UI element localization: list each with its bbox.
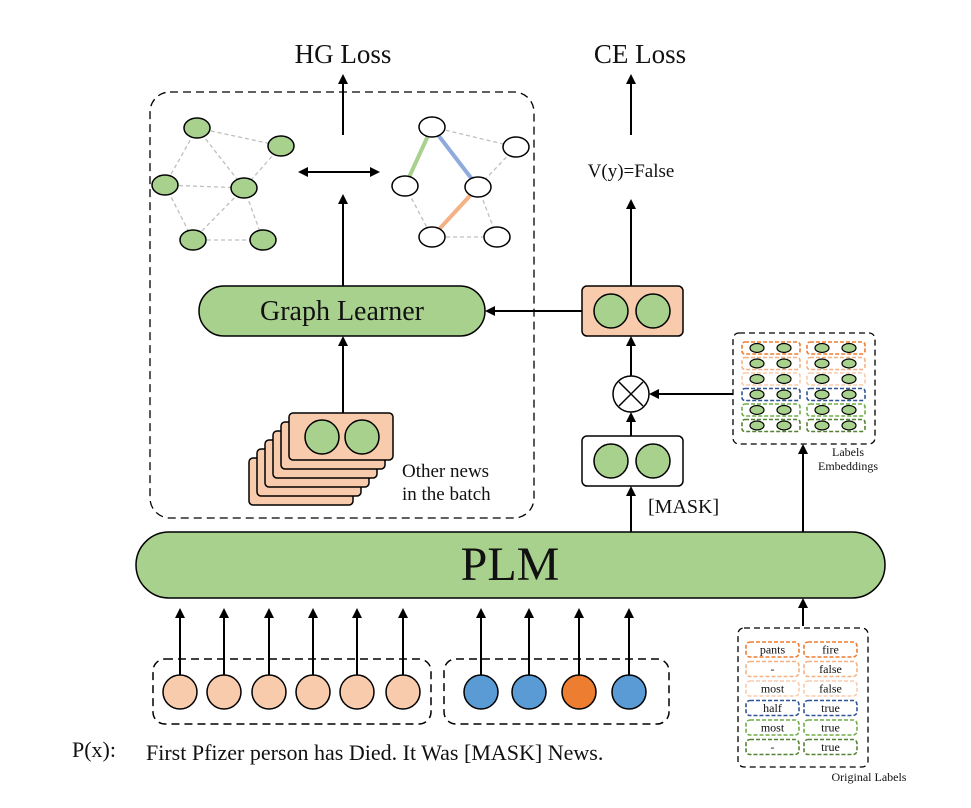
prediction-node [635,293,671,329]
graph-node [464,176,492,198]
label-embedding-node [841,342,857,354]
context-token [339,674,375,710]
hg-loss-label: HG Loss [295,39,392,69]
label-embedding-node [841,389,857,400]
label-embedding-row [741,418,866,433]
mask-embedding-node [593,443,629,479]
label-embedding-node [776,342,792,354]
label-embedding-node [776,373,792,385]
original-label-row: pants fire [745,641,858,658]
graph-node [418,116,446,138]
label-embedding-node [776,358,792,369]
original-labels-caption: Original Labels [832,770,907,784]
label-embedding-node [841,404,857,416]
token-arrows [175,608,634,675]
label-embedding-node [841,420,857,431]
graph-node [179,229,207,251]
label-embedding-row [741,403,866,417]
label-embedding-node [749,373,765,385]
template-tokens-dashed-box [443,658,670,725]
graph-node [502,136,530,158]
context-token [251,674,287,710]
label-embedding-node [814,404,830,416]
label-embedding-node [776,420,792,431]
original-label-row: most true [745,719,858,736]
context-token [385,674,421,710]
prediction-node [593,293,629,329]
original-label-text: true [821,721,840,735]
context-token [206,674,242,710]
mask-token-node [561,674,597,710]
label-embedding-node [814,389,830,400]
prompt-sentence: First Pfizer person has Died. It Was [MA… [146,740,603,765]
template-token [511,674,547,710]
graph-learner-label: Graph Learner [260,296,425,327]
label-embeddings-caption-line1: Labels [832,445,864,459]
label-embeddings-grid [741,341,866,433]
verbalizer-output: V(y)=False [588,161,675,182]
label-embedding-node [841,373,857,385]
label-embedding-row [741,341,866,355]
other-news-stack [248,412,394,506]
original-label-text: false [819,682,842,696]
original-labels-dashed-box [737,627,869,768]
graph-node [230,177,258,199]
graph-node [249,229,277,251]
plm-label: PLM [461,538,560,591]
label-embedding-node [814,342,830,354]
original-label-row: most false [745,680,858,697]
original-label-text: pants [760,643,786,657]
original-label-text: - [771,662,775,676]
right-graph [391,116,530,248]
original-label-row: - false [745,660,858,678]
original-labels-grid: pants fire - false most false half true most true… [745,641,858,756]
label-embedding-row [741,356,866,371]
template-token [463,674,499,710]
other-news-label-line1: Other news [402,461,489,482]
original-label-text: - [771,740,775,754]
original-label-text: fire [822,643,839,657]
label-embedding-node [776,404,792,416]
prompt-prefix: P(x): [72,737,116,762]
context-token [295,674,331,710]
original-label-text: true [821,740,840,754]
label-embedding-node [749,342,765,354]
label-embedding-node [749,404,765,416]
original-label-text: half [763,701,782,715]
context-tokens-dashed-box [152,658,432,725]
graph-node [151,174,179,196]
label-embedding-node [814,373,830,385]
other-news-label-line2: in the batch [402,484,491,505]
ce-loss-label: CE Loss [594,39,686,69]
original-label-text: true [821,701,840,715]
original-label-text: most [761,721,785,735]
context-token [162,674,198,710]
original-label-row: - true [745,738,858,756]
mask-token-label: [MASK] [648,496,719,518]
label-embedding-row [741,387,866,402]
label-embedding-node [841,358,857,369]
left-graph [151,117,295,251]
graph-node [418,226,446,248]
label-embedding-node [814,420,830,431]
label-embedding-node [814,358,830,369]
template-token [611,674,647,710]
label-embedding-row [741,372,866,386]
mask-embedding-node [635,443,671,479]
label-embedding-node [749,420,765,431]
label-embedding-node [776,389,792,400]
graph-node [183,117,211,139]
graph-node [483,226,511,248]
original-label-row: half true [745,699,858,717]
original-label-text: false [819,662,842,676]
label-embedding-node [749,358,765,369]
label-embedding-node [749,389,765,400]
label-embeddings-caption-line2: Embeddings [818,459,878,473]
graph-node [391,175,419,197]
original-label-text: most [761,682,785,696]
plm-box [135,531,886,599]
graph-node [267,135,295,157]
